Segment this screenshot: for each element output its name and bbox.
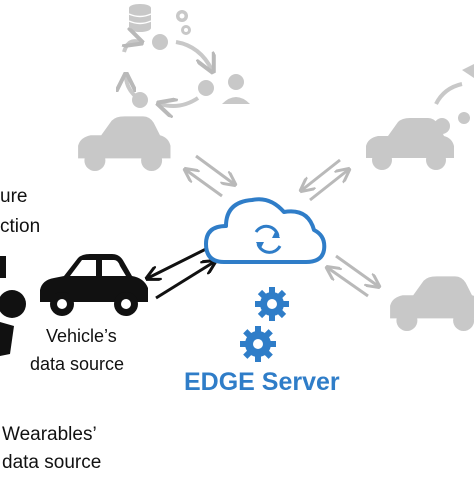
right-cycle xyxy=(434,64,474,134)
partial-label-second: ction xyxy=(0,216,41,237)
vehicle-link-arrows xyxy=(148,246,214,300)
edge-gears-icon xyxy=(240,287,289,362)
top-cycle xyxy=(124,4,250,108)
edge-server-label: EDGE Server xyxy=(184,368,340,396)
wearables-source-label-line2: data source xyxy=(2,452,102,473)
car-icon xyxy=(390,276,474,331)
cloud-sync-icon xyxy=(204,197,327,264)
person-icon xyxy=(222,74,250,104)
connector-arrows xyxy=(186,154,378,298)
database-icon xyxy=(128,4,152,32)
partial-label-top: ure xyxy=(0,186,28,207)
car-icon xyxy=(78,116,171,171)
vehicle-source-label-line2: data source xyxy=(30,354,125,374)
gear-icon xyxy=(176,10,191,35)
wearable-icon xyxy=(0,256,26,356)
wearables-source-label: Wearables’ xyxy=(2,424,97,445)
car-icon xyxy=(40,254,148,316)
vehicle-source-label: Vehicle’s xyxy=(46,326,117,346)
